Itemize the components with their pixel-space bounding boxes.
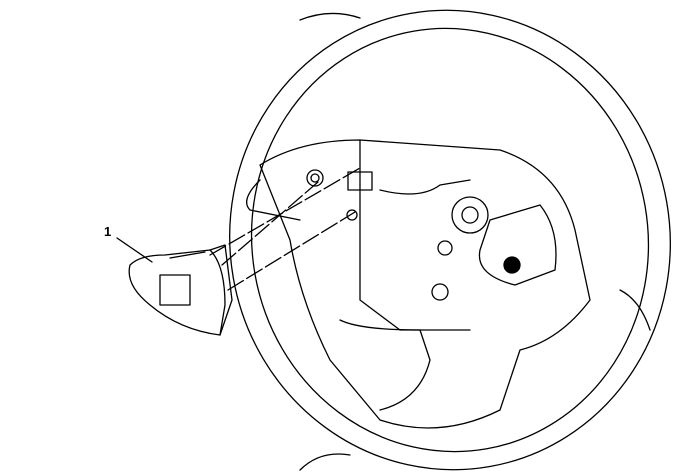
callout-label-1: 1 [104, 224, 112, 239]
right-control-switch [478, 204, 557, 286]
left-control-switch-assembly [128, 244, 233, 336]
alignment-lines [209, 167, 361, 291]
steering-wheel-hub [246, 139, 591, 429]
callout-leader-1 [116, 237, 153, 263]
steering-wheel-rim [229, 9, 671, 471]
